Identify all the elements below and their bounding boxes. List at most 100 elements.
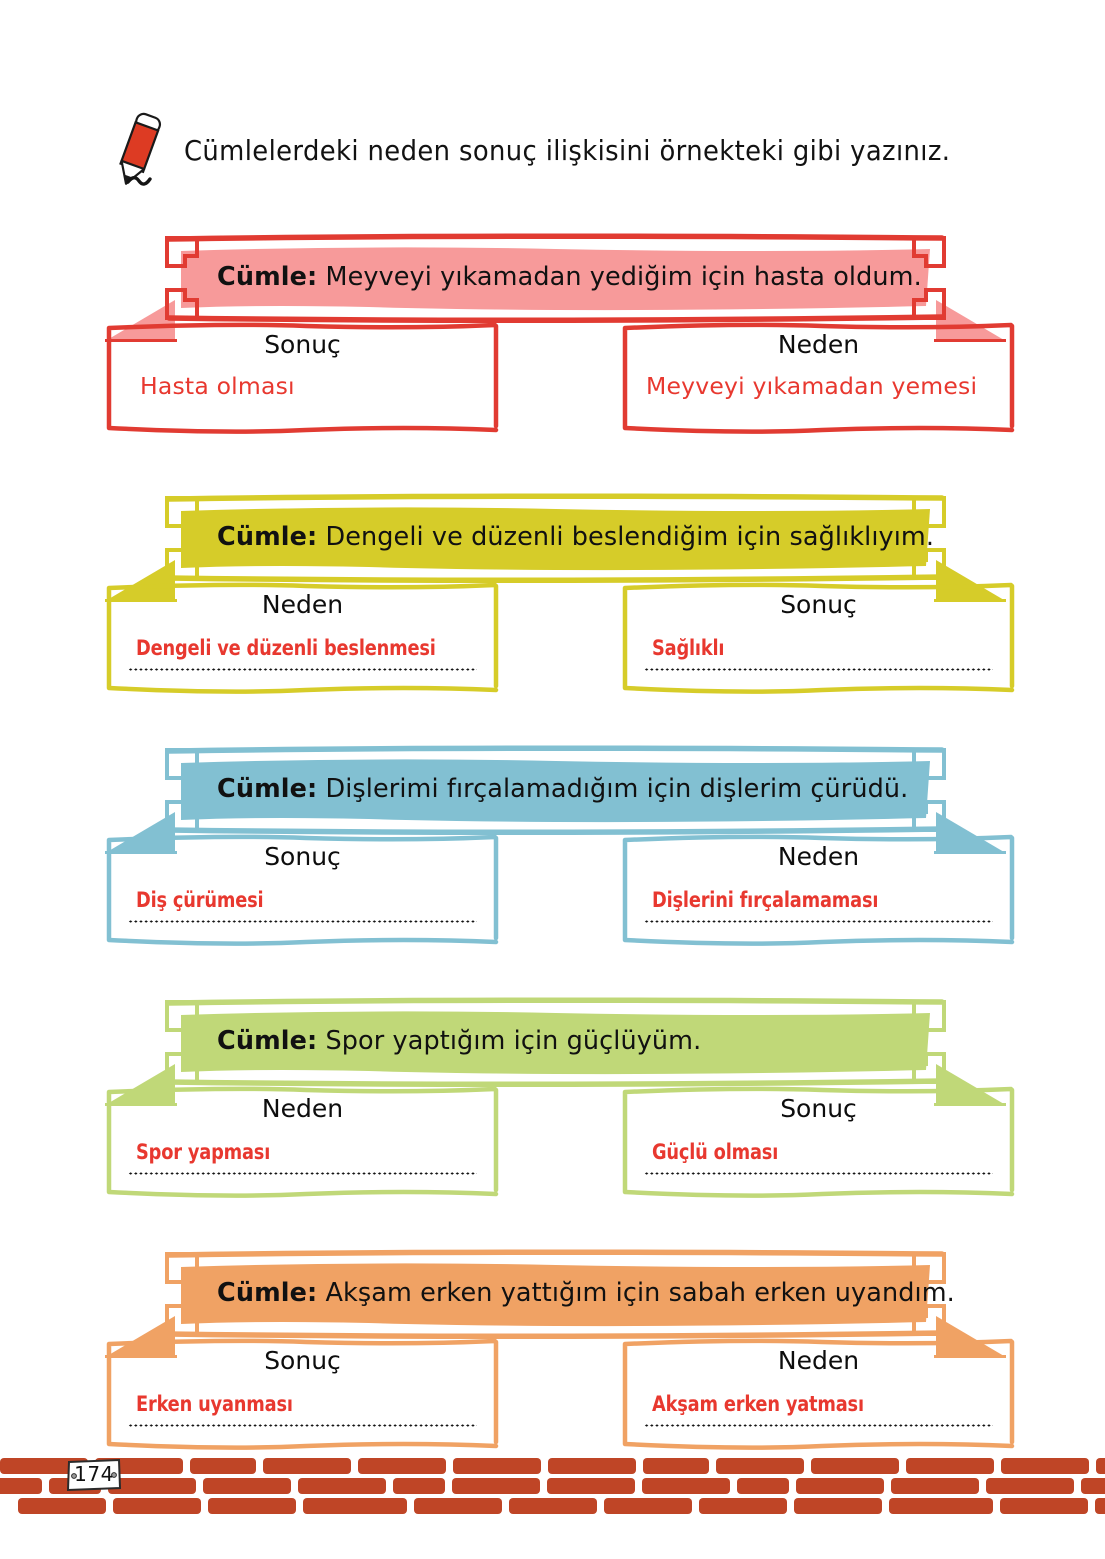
sentence-strip-fill [181, 759, 930, 823]
brick [452, 1478, 540, 1494]
corner-bracket-right [912, 1252, 946, 1336]
answer-text: Sağlıklı [652, 636, 725, 661]
instruction-text: Cümlelerdeki neden sonuç ilişkisini örne… [184, 135, 951, 167]
answer-box-title: Sonuç [264, 330, 341, 359]
brick [18, 1498, 106, 1514]
cumle-label: Cümle: [217, 522, 318, 552]
answer-box-frame [622, 834, 1015, 946]
brick [737, 1478, 789, 1494]
brick [604, 1498, 692, 1514]
brick [811, 1458, 899, 1474]
sentence-banner: Cümle: Spor yaptığım için güçlüyüm. [105, 996, 1006, 1106]
answer-dotted-line[interactable] [644, 920, 993, 923]
brick [358, 1458, 446, 1474]
brick [414, 1498, 502, 1514]
answer-dotted-line[interactable] [128, 1172, 477, 1175]
brick [303, 1498, 407, 1514]
brick [113, 1498, 201, 1514]
sentence-strip-fill [181, 247, 930, 311]
brick [208, 1498, 296, 1514]
sentence-strip-fill [181, 507, 930, 571]
ribbon-tail-left [107, 1316, 175, 1356]
brick [699, 1498, 787, 1514]
brick [0, 1458, 88, 1474]
answer-dotted-line[interactable] [644, 1424, 993, 1427]
brick [453, 1458, 541, 1474]
answer-dotted-line[interactable] [128, 668, 477, 671]
cumle-label: Cümle: [217, 1026, 318, 1056]
brick [891, 1478, 979, 1494]
ribbon-tail-right [936, 560, 1004, 600]
brick [986, 1478, 1074, 1494]
sentence-banner: Cümle: Meyveyi yıkamadan yediğim için ha… [105, 232, 1006, 342]
brick [716, 1458, 804, 1474]
brick-wall-footer [0, 1456, 1105, 1518]
sentence-text: Cümle: Dişlerimi fırçalamadığım için diş… [217, 774, 908, 804]
cumle-label: Cümle: [217, 774, 318, 804]
brick [548, 1458, 636, 1474]
answer-dotted-line[interactable] [644, 668, 993, 671]
answer-box-frame [622, 322, 1015, 434]
answer-text: Meyveyi yıkamadan yemesi [646, 372, 978, 400]
brick [906, 1458, 994, 1474]
ribbon-tail-left [107, 560, 175, 600]
answer-box-frame [106, 834, 499, 946]
answer-box-frame [622, 582, 1015, 694]
cumle-label: Cümle: [217, 262, 318, 292]
ribbon-tail-left [107, 812, 175, 852]
corner-bracket-left [165, 496, 199, 580]
page-number: 174 [74, 1462, 114, 1486]
answer-dotted-line[interactable] [128, 920, 477, 923]
sentence-value: Dişlerimi fırçalamadığım için dişlerim ç… [317, 774, 909, 804]
answer-box-title: Sonuç [780, 590, 857, 619]
brick [509, 1498, 597, 1514]
answer-text: Erken uyanması [136, 1392, 293, 1417]
answer-text: Dişlerini fırçalamaması [652, 888, 879, 913]
sentence-text: Cümle: Dengeli ve düzenli beslendiğim iç… [217, 522, 934, 552]
answer-box-frame [106, 322, 499, 434]
corner-bracket-right [912, 1000, 946, 1084]
sentence-text: Cümle: Meyveyi yıkamadan yediğim için ha… [217, 262, 922, 292]
ribbon-tail-left [107, 1064, 175, 1104]
answer-text: Akşam erken yatması [652, 1392, 864, 1417]
answer-text: Güçlü olması [652, 1140, 779, 1165]
sentence-text: Cümle: Spor yaptığım için güçlüyüm. [217, 1026, 701, 1056]
answer-dotted-line[interactable] [644, 1172, 993, 1175]
ribbon-tail-left [107, 300, 175, 340]
answer-box-frame [106, 1338, 499, 1450]
corner-bracket-left [165, 748, 199, 832]
corner-bracket-left [165, 1000, 199, 1084]
answer-box-title: Sonuç [264, 1346, 341, 1375]
sentence-banner: Cümle: Dengeli ve düzenli beslendiğim iç… [105, 492, 1006, 602]
sentence-strip-fill [181, 1263, 930, 1327]
brick [642, 1478, 730, 1494]
brick [298, 1478, 386, 1494]
brick [263, 1458, 351, 1474]
corner-bracket-right [912, 748, 946, 832]
answer-box-title: Neden [777, 842, 860, 871]
answer-box-title: Neden [261, 1094, 344, 1123]
corner-bracket-left [165, 236, 199, 320]
sentence-value: Dengeli ve düzenli beslendiğim için sağl… [317, 522, 935, 552]
ribbon-tail-right [936, 1064, 1004, 1104]
answer-dotted-line[interactable] [128, 1424, 477, 1427]
brick [643, 1458, 709, 1474]
sentence-value: Akşam erken yattığım için sabah erken uy… [317, 1278, 955, 1308]
answer-text: Hasta olması [140, 372, 295, 400]
brick [1095, 1498, 1105, 1514]
brick [393, 1478, 445, 1494]
instruction-row: Cümlelerdeki neden sonuç ilişkisini örne… [108, 108, 1008, 194]
corner-bracket-left [165, 1252, 199, 1336]
